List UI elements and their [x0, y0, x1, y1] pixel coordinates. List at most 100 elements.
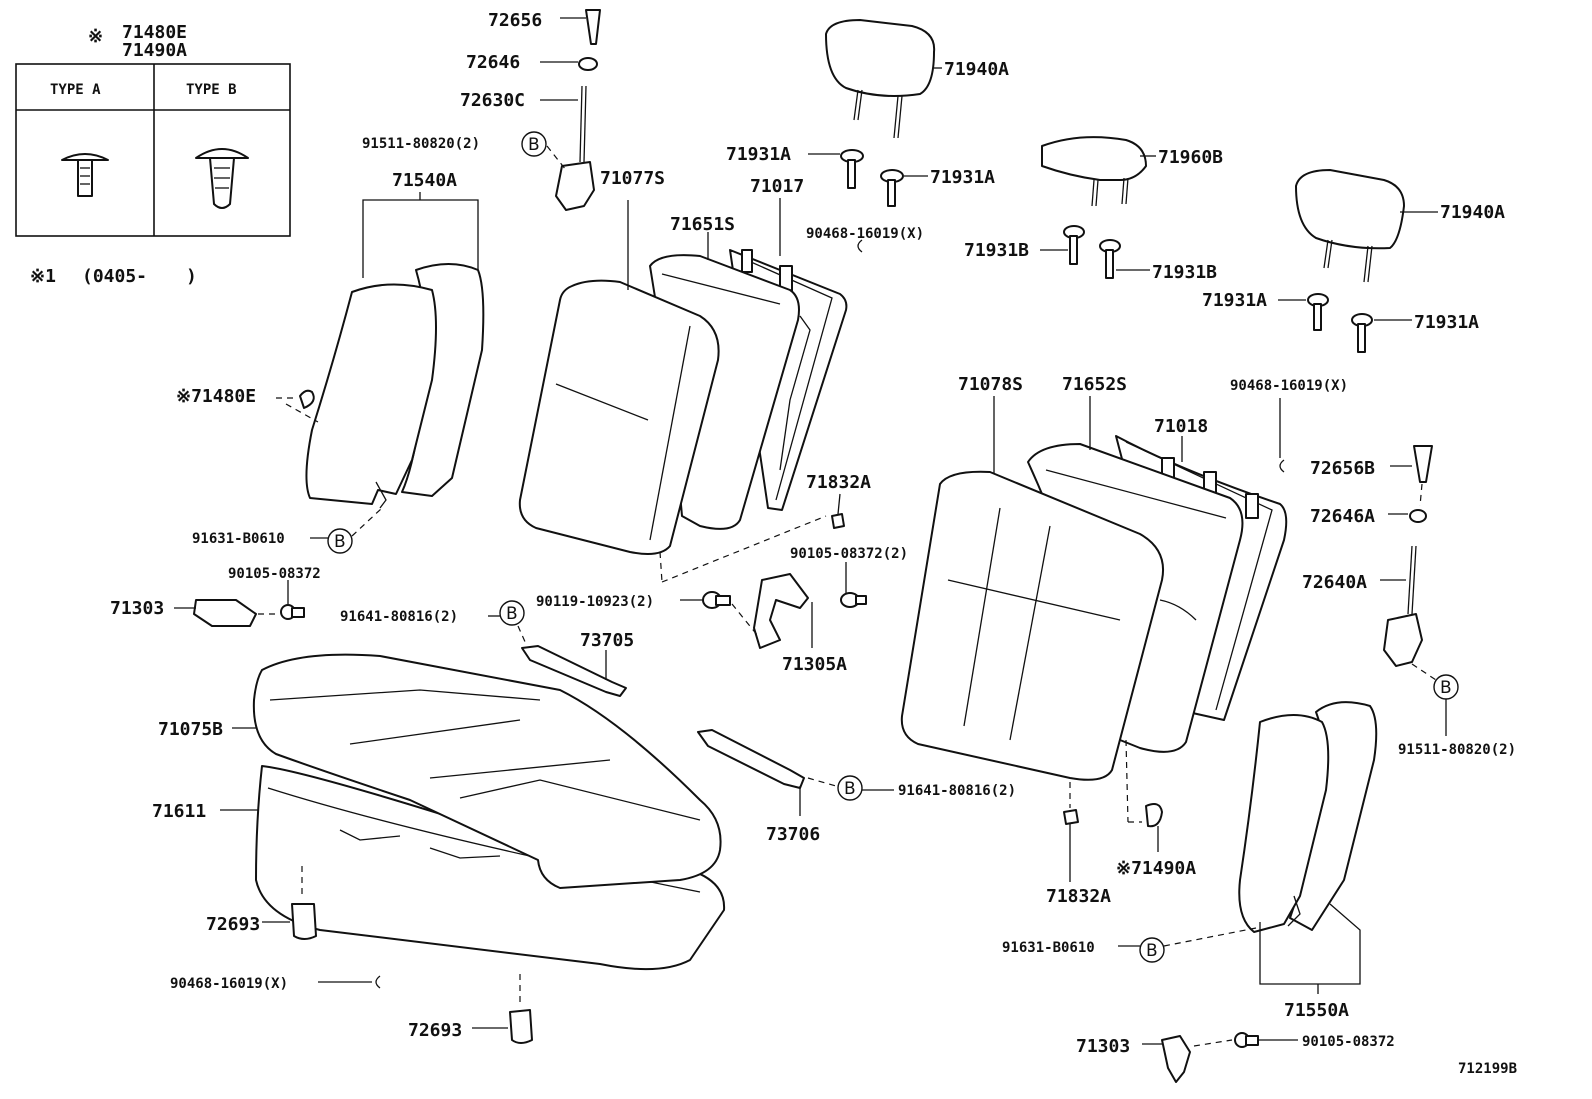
nut-71832a-2	[1063, 809, 1079, 825]
headrest-71960b	[1041, 136, 1147, 207]
guide-71931a-1	[840, 149, 864, 189]
label-71651s[interactable]: 71651S	[670, 214, 735, 235]
ref-b-icon: B	[1139, 937, 1165, 963]
guide-71931b-2	[1099, 239, 1121, 279]
lock-knob-72656	[585, 9, 601, 45]
ref-b-icon: B	[837, 775, 863, 801]
label-71303-left[interactable]: 71303	[110, 598, 164, 619]
guide-71931a-4	[1351, 313, 1373, 353]
nut-71832a-1	[831, 513, 845, 529]
ref-b-icon: B	[1433, 674, 1459, 700]
side-cushion-71550a	[1238, 701, 1378, 933]
hog-ring-icon	[375, 975, 381, 989]
label-71550a[interactable]: 71550A	[1284, 1000, 1349, 1021]
svg-text:B: B	[528, 135, 540, 155]
label-90468-bot[interactable]: 90468-16019(X)	[170, 976, 288, 992]
label-71652s[interactable]: 71652S	[1062, 374, 1127, 395]
label-72630c[interactable]: 72630C	[460, 90, 525, 111]
legend-code-71480e: 71480E	[122, 22, 187, 43]
lock-rod-72640a	[1383, 545, 1423, 667]
ref-b-icon: B	[327, 528, 353, 554]
label-91641-left[interactable]: 91641-80816(2)	[340, 609, 458, 625]
label-91641-right[interactable]: 91641-80816(2)	[898, 783, 1016, 799]
label-71960b[interactable]: 71960B	[1158, 147, 1223, 168]
legend-table-frame	[15, 63, 291, 237]
ref-b-icon: B	[521, 131, 547, 157]
label-72693-1[interactable]: 72693	[206, 914, 260, 935]
strap-73705	[521, 645, 627, 697]
svg-text:B: B	[334, 532, 346, 552]
label-71931a-4[interactable]: 71931A	[1414, 312, 1479, 333]
hog-ring-icon	[1279, 459, 1285, 473]
label-72656[interactable]: 72656	[488, 10, 542, 31]
label-71540a[interactable]: 71540A	[392, 170, 457, 191]
label-71480e[interactable]: ※71480E	[176, 386, 256, 407]
seatback-cover-71078s	[900, 470, 1164, 781]
label-91631-right[interactable]: 91631-B0610	[1002, 940, 1095, 956]
legend-type-b: TYPE B	[186, 82, 237, 98]
label-91511-left[interactable]: 91511-80820(2)	[362, 136, 480, 152]
legend-code-71490a: 71490A	[122, 40, 187, 61]
legend-table: ※ 71480E 71490A TYPE A TYPE B ※1 (0405- …	[15, 22, 291, 287]
guide-71931a-3	[1307, 293, 1329, 331]
label-71018[interactable]: 71018	[1154, 416, 1208, 437]
legend-mark: ※	[88, 26, 103, 47]
clip-type-a-icon	[61, 153, 109, 197]
label-71832a-2[interactable]: 71832A	[1046, 886, 1111, 907]
plug-72693-2	[509, 1009, 533, 1044]
bezel-72646	[578, 57, 598, 71]
label-71017[interactable]: 71017	[750, 176, 804, 197]
label-71931b-2[interactable]: 71931B	[1152, 262, 1217, 283]
seatback-cover-71077s	[518, 279, 720, 555]
label-72693-2[interactable]: 72693	[408, 1020, 462, 1041]
legend-note-mark: ※1	[30, 266, 56, 287]
clip-type-b-icon	[195, 148, 249, 209]
label-71832a-1[interactable]: 71832A	[806, 472, 871, 493]
label-71075b[interactable]: 71075B	[158, 719, 223, 740]
label-71931a-2[interactable]: 71931A	[930, 167, 995, 188]
label-72646[interactable]: 72646	[466, 52, 520, 73]
svg-text:B: B	[844, 779, 856, 799]
label-73706[interactable]: 73706	[766, 824, 820, 845]
label-71611[interactable]: 71611	[152, 801, 206, 822]
label-71078s[interactable]: 71078S	[958, 374, 1023, 395]
label-71940a-right[interactable]: 71940A	[1440, 202, 1505, 223]
clip-71490a-icon	[1145, 803, 1163, 828]
label-71077s[interactable]: 71077S	[600, 168, 665, 189]
label-90105-2[interactable]: 90105-08372(2)	[790, 546, 908, 562]
guide-71931a-2	[880, 169, 904, 207]
clip-71480e-icon	[299, 389, 315, 409]
legend-note-close: )	[186, 266, 197, 287]
legend-type-a: TYPE A	[50, 82, 101, 98]
label-73705[interactable]: 73705	[580, 630, 634, 651]
label-71931a-3[interactable]: 71931A	[1202, 290, 1267, 311]
label-91511-right[interactable]: 91511-80820(2)	[1398, 742, 1516, 758]
label-72640a[interactable]: 72640A	[1302, 572, 1367, 593]
label-90105-right[interactable]: 90105-08372	[1302, 1034, 1395, 1050]
label-91631-left[interactable]: 91631-B0610	[192, 531, 285, 547]
bracket-71303-right	[1161, 1035, 1191, 1083]
strap-73706	[697, 729, 805, 789]
label-90468-mid[interactable]: 90468-16019(X)	[1230, 378, 1348, 394]
bolt-90105-left	[280, 604, 305, 620]
label-71303-right[interactable]: 71303	[1076, 1036, 1130, 1057]
label-72656b[interactable]: 72656B	[1310, 458, 1375, 479]
label-90468-top[interactable]: 90468-16019(X)	[806, 226, 924, 242]
label-90119[interactable]: 90119-10923(2)	[536, 594, 654, 610]
svg-text:B: B	[1146, 941, 1158, 961]
label-71305a[interactable]: 71305A	[782, 654, 847, 675]
hog-ring-icon	[857, 239, 863, 253]
headrest-71940a-right	[1295, 169, 1405, 283]
lock-rod-72630c	[555, 85, 595, 211]
label-71931a-1[interactable]: 71931A	[726, 144, 791, 165]
label-71931b-1[interactable]: 71931B	[964, 240, 1029, 261]
label-71490a[interactable]: ※71490A	[1116, 858, 1196, 879]
bezel-72646a	[1409, 509, 1427, 523]
svg-text:B: B	[506, 604, 518, 624]
side-cushion-71540a	[305, 263, 485, 509]
label-90105-left[interactable]: 90105-08372	[228, 566, 321, 582]
label-71940a-top[interactable]: 71940A	[944, 59, 1009, 80]
label-72646a[interactable]: 72646A	[1310, 506, 1375, 527]
legend-note-range: (0405-	[82, 266, 147, 287]
lock-knob-72656b	[1413, 445, 1433, 483]
